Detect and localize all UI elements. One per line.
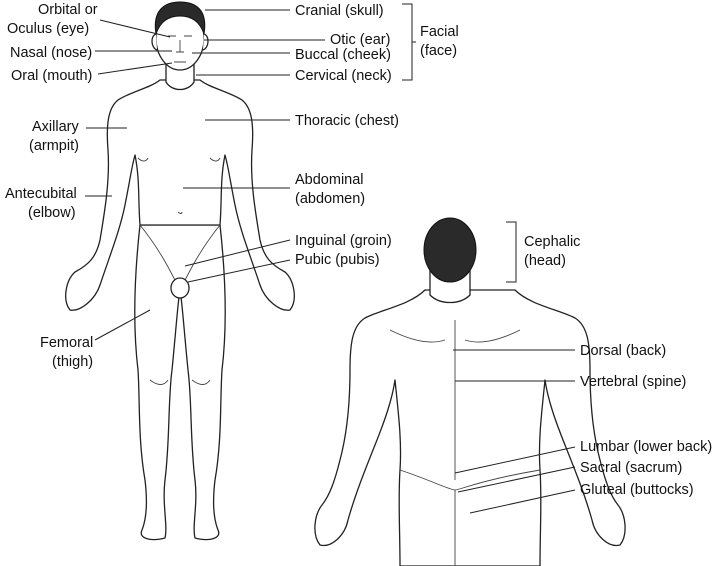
label-lumbar: Lumbar (lower back): [580, 439, 712, 455]
front-labels: Orbital or Oculus (eye) Nasal (nose) Ora…: [5, 2, 459, 370]
label-face: (face): [420, 43, 457, 59]
label-femoral: Femoral: [40, 335, 93, 351]
label-pubic: Pubic (pubis): [295, 252, 380, 268]
label-facial: Facial: [420, 24, 459, 40]
label-antecubital: Antecubital: [5, 186, 77, 202]
label-nasal: Nasal (nose): [10, 45, 92, 61]
label-cranial: Cranial (skull): [295, 3, 384, 19]
label-thigh: (thigh): [52, 354, 93, 370]
label-orbital: Orbital or: [38, 2, 98, 18]
label-gluteal: Gluteal (buttocks): [580, 482, 694, 498]
label-oculus: Oculus (eye): [7, 21, 89, 37]
cephalic-bracket: [506, 221, 517, 283]
label-thoracic: Thoracic (chest): [295, 113, 399, 129]
label-head: (head): [524, 253, 566, 269]
label-dorsal: Dorsal (back): [580, 343, 666, 359]
back-labels: Cephalic (head) Dorsal (back) Vertebral …: [524, 234, 712, 498]
label-oral: Oral (mouth): [11, 68, 92, 84]
front-body-figure: [65, 1, 295, 541]
leader-lines: [85, 3, 576, 514]
label-elbow: (elbow): [28, 205, 76, 221]
label-otic: Otic (ear): [330, 32, 390, 48]
label-inguinal: Inguinal (groin): [295, 233, 392, 249]
label-vertebral: Vertebral (spine): [580, 374, 686, 390]
label-buccal: Buccal (cheek): [295, 47, 391, 63]
label-cervical: Cervical (neck): [295, 68, 392, 84]
label-cephalic: Cephalic: [524, 234, 580, 250]
label-armpit: (armpit): [29, 138, 79, 154]
facial-bracket: [402, 3, 416, 81]
label-abdomen: (abdomen): [295, 191, 365, 207]
back-body-figure: [314, 217, 626, 566]
label-sacral: Sacral (sacrum): [580, 460, 682, 476]
label-axillary: Axillary: [32, 119, 79, 135]
label-abdominal: Abdominal: [295, 172, 364, 188]
